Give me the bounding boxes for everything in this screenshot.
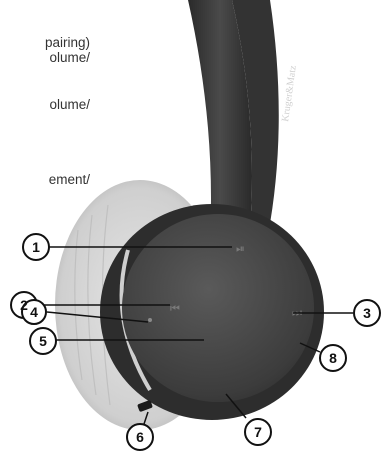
callout-number-4: 4 [30, 304, 38, 320]
callout-number-3: 3 [363, 305, 371, 321]
led-indicator [148, 318, 152, 322]
callout-number-8: 8 [329, 350, 337, 366]
previous-icon: ⏮ [170, 303, 180, 315]
callout-number-7: 7 [254, 424, 262, 440]
callout-number-2: 2 [20, 297, 28, 313]
control-panel [122, 214, 314, 402]
callout-number-6: 6 [136, 429, 144, 445]
callout-number-1: 1 [32, 239, 40, 255]
play-pause-icon: ⏯ [236, 243, 245, 255]
callout-number-5: 5 [39, 333, 47, 349]
brand-logo: Kruger&Matz [280, 64, 299, 122]
